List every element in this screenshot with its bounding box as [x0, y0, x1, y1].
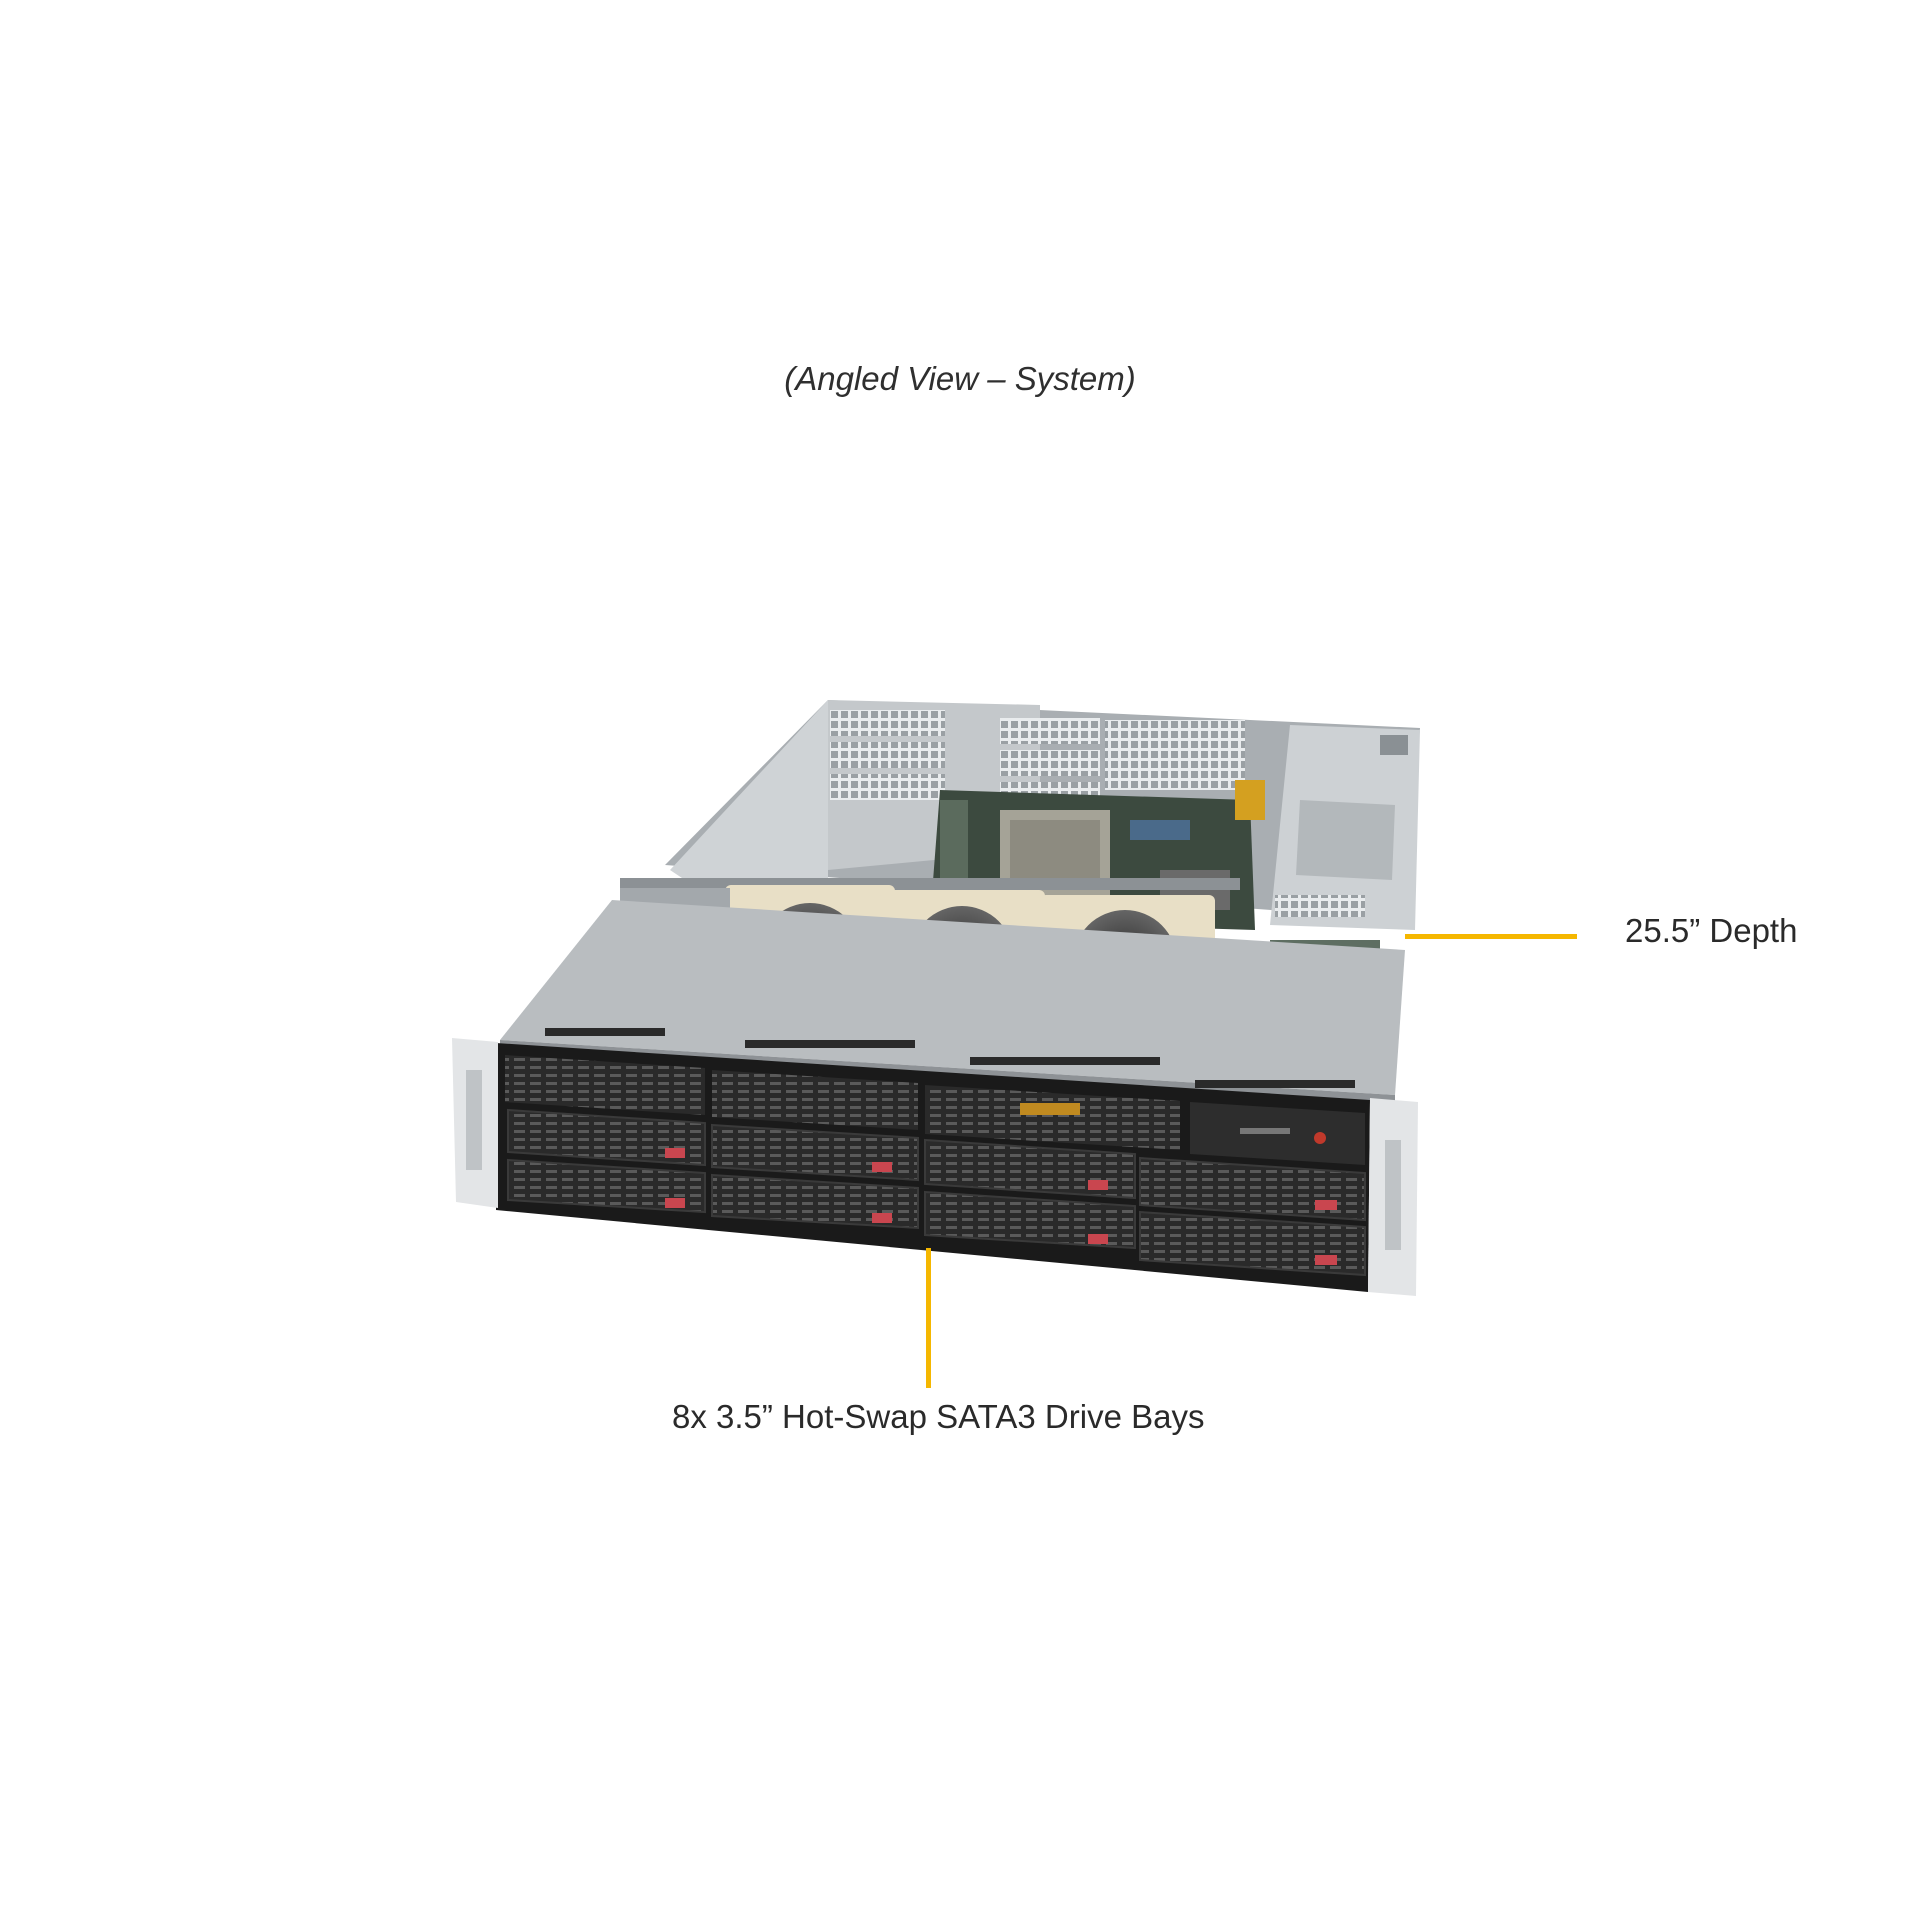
drive-bay [1139, 1210, 1366, 1277]
drive-bay [924, 1138, 1136, 1200]
depth-callout: 25.5” Depth [1625, 912, 1798, 949]
power-button-icon [1314, 1132, 1326, 1144]
drive-latches [665, 1148, 1337, 1265]
vent-slots [545, 1028, 1355, 1088]
drive-bay [924, 1190, 1136, 1250]
drive-bay [507, 1158, 706, 1214]
drive-bays-leader-line [926, 1248, 931, 1388]
drive-bay [507, 1108, 706, 1167]
drive-bays [507, 1108, 1366, 1277]
drive-bay [1139, 1156, 1366, 1222]
view-caption: (Angled View – System) [784, 360, 1136, 397]
drive-bay [711, 1173, 919, 1230]
drive-bay [711, 1123, 919, 1182]
control-panel-display [1020, 1103, 1080, 1115]
depth-leader-line [1405, 934, 1577, 939]
drive-bays-callout: 8x 3.5” Hot-Swap SATA3 Drive Bays [672, 1398, 1205, 1435]
front-panel [452, 1038, 1418, 1296]
